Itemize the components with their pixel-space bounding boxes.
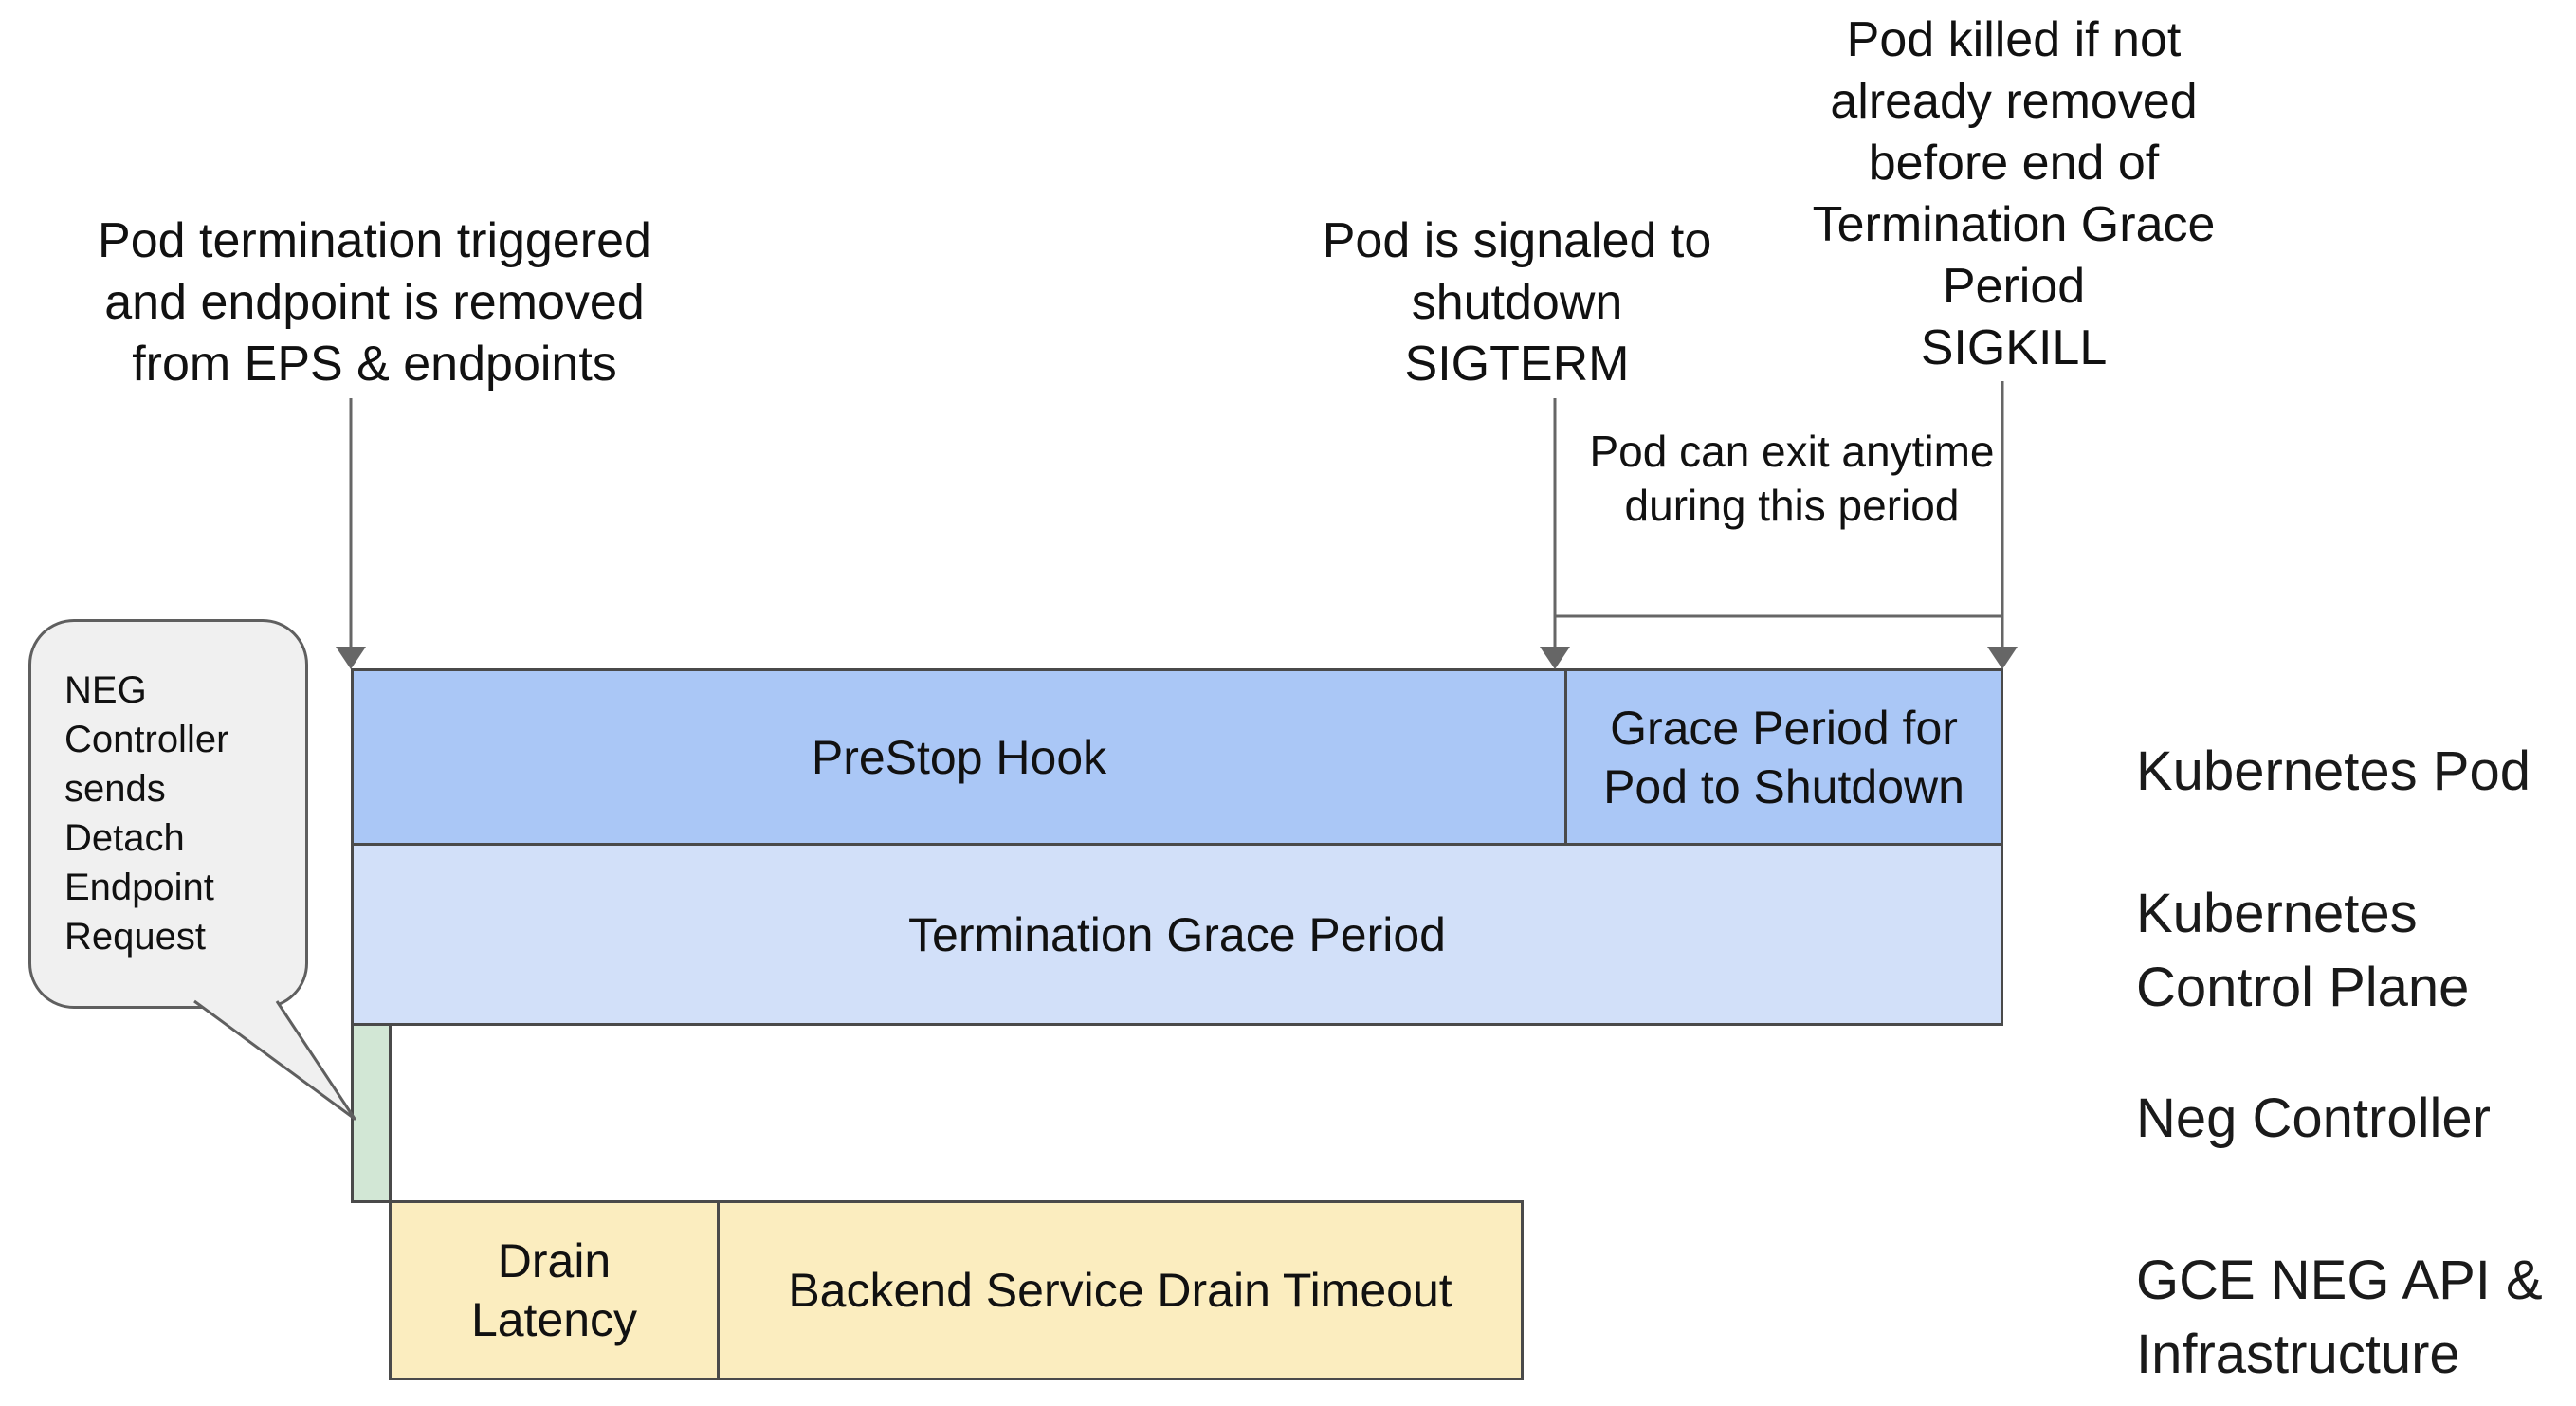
speech-bubble — [28, 619, 308, 1009]
annotation-pod-can-exit: Pod can exit anytime during this period — [1589, 427, 1995, 530]
bar-neg-detach — [351, 1023, 392, 1203]
bar-termination-grace-period: Termination Grace Period — [351, 843, 2003, 1026]
annotation-pod-termination: Pod termination triggered and endpoint i… — [98, 213, 651, 392]
bar-prestop-hook-label: PreStop Hook — [811, 730, 1107, 784]
bar-termination-grace-period-label: Termination Grace Period — [908, 907, 1446, 961]
bar-backend-drain-timeout: Backend Service Drain Timeout — [717, 1200, 1524, 1380]
speech-bubble-tail — [193, 999, 356, 1121]
lane-label-kubernetes-control-plane: Kubernetes Control Plane — [2136, 883, 2470, 1018]
speech-bubble-text: NEG Controller sends Detach Endpoint Req… — [64, 669, 229, 958]
bar-grace-period-shutdown: Grace Period for Pod to Shutdown — [1564, 668, 2003, 846]
pod-termination-arrow-head — [336, 647, 366, 669]
bar-drain-latency-label: Drain Latency — [470, 1234, 638, 1346]
sigkill-arrow-head — [1987, 647, 2018, 669]
lane-label-neg-controller: Neg Controller — [2136, 1087, 2491, 1149]
bar-grace-period-shutdown-label: Grace Period for Pod to Shutdown — [1603, 701, 1964, 813]
lane-label-kubernetes-pod: Kubernetes Pod — [2136, 740, 2530, 802]
bar-prestop-hook: PreStop Hook — [351, 668, 1567, 846]
annotation-pod-killed: Pod killed if not already removed before… — [1812, 12, 2216, 375]
bar-drain-latency: Drain Latency — [389, 1200, 720, 1380]
annotation-pod-signaled: Pod is signaled to shutdown SIGTERM — [1322, 213, 1712, 392]
lane-label-gce-neg-api: GCE NEG API & Infrastructure — [2136, 1250, 2543, 1385]
sigterm-arrow-head — [1540, 647, 1570, 669]
bar-backend-drain-timeout-label: Backend Service Drain Timeout — [788, 1264, 1452, 1317]
